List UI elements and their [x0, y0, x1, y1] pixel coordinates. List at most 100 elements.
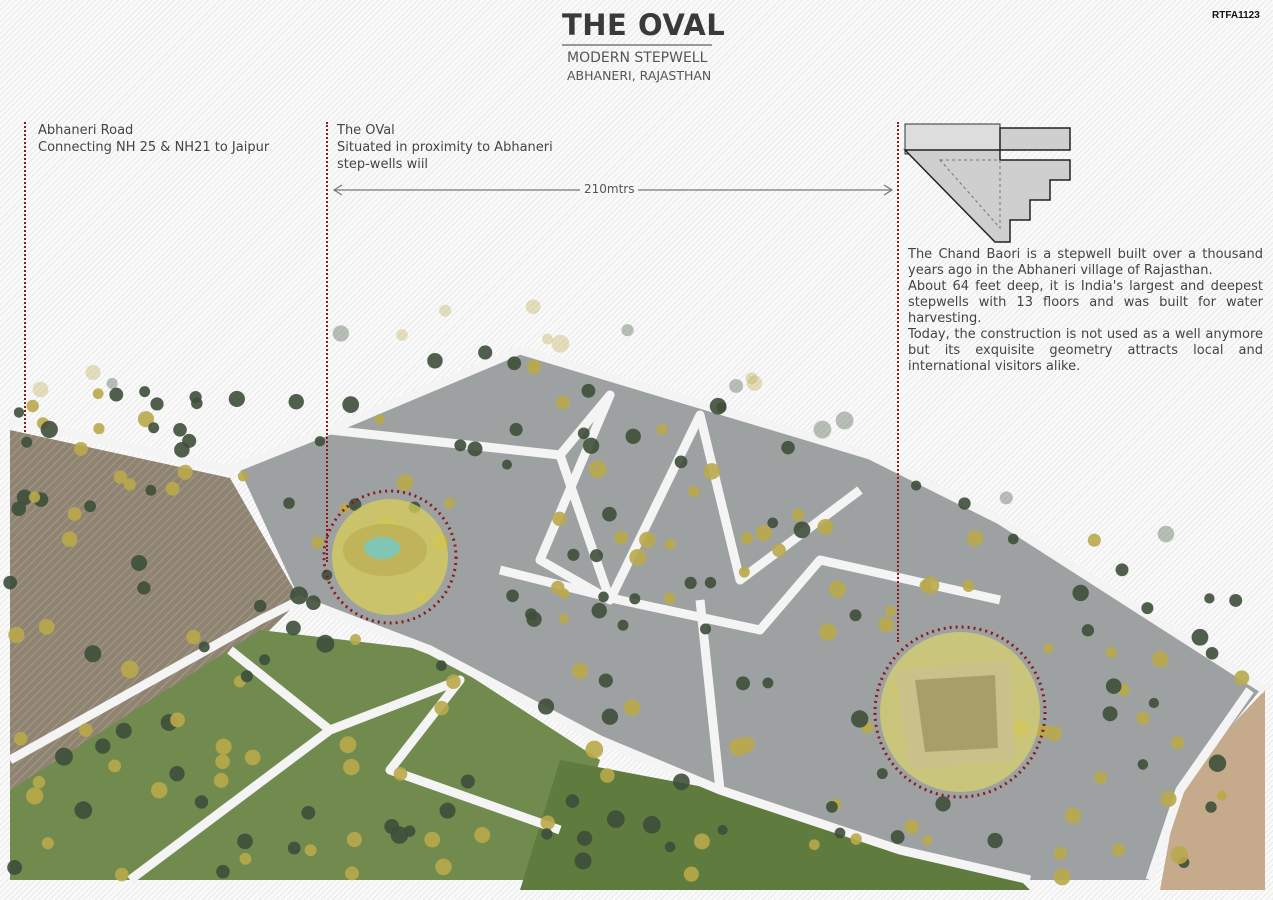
title-divider [562, 44, 712, 46]
tree [283, 497, 295, 509]
tree [26, 787, 44, 805]
tree [67, 507, 82, 521]
tree [1205, 646, 1219, 660]
tree [84, 645, 102, 663]
tree [40, 420, 58, 439]
tree [13, 407, 25, 418]
tree [93, 423, 105, 435]
tree [396, 474, 414, 491]
tree [123, 478, 136, 491]
tree [478, 345, 493, 360]
tree [674, 455, 688, 469]
tree [145, 484, 157, 496]
tree [571, 662, 589, 680]
tree [1216, 790, 1227, 801]
tree [617, 619, 629, 631]
tree [13, 731, 28, 746]
tree [581, 383, 596, 398]
tree [540, 815, 555, 830]
tree [345, 866, 359, 881]
tree [1170, 736, 1185, 750]
tree [1053, 868, 1071, 886]
tree [173, 423, 187, 437]
tree [150, 397, 164, 411]
tree [739, 736, 755, 753]
tree [1102, 706, 1118, 722]
tree [629, 548, 647, 567]
tree [1148, 697, 1160, 709]
distance-label: 210mtrs [580, 182, 639, 196]
tree [509, 422, 523, 437]
tree [390, 826, 409, 844]
tree [1053, 846, 1068, 860]
tree [525, 299, 541, 315]
tree [910, 480, 922, 491]
tree [92, 388, 104, 400]
tree [165, 481, 180, 496]
tree [1105, 678, 1122, 694]
tree [828, 580, 847, 598]
tree [1043, 643, 1054, 654]
tree [32, 381, 49, 398]
tree [237, 471, 249, 482]
tree [290, 586, 308, 605]
tree [565, 794, 580, 808]
tree [339, 736, 357, 754]
tree [21, 436, 33, 448]
tree [1152, 651, 1169, 668]
tree [194, 795, 209, 809]
location: ABHANERI, RAJASTHAN [567, 68, 712, 83]
tree [551, 580, 565, 595]
tree [526, 359, 542, 375]
tree [507, 356, 522, 371]
tree [664, 841, 676, 853]
tree [1136, 711, 1150, 725]
tree [642, 815, 661, 834]
tree [590, 549, 604, 563]
tree [1081, 624, 1095, 637]
tree [1072, 584, 1089, 602]
tree [32, 775, 46, 789]
brown-field [10, 430, 300, 790]
tree [113, 470, 128, 484]
chand-baori-section-sketch [903, 123, 1071, 243]
tree [1105, 646, 1117, 659]
tree [703, 463, 721, 480]
tree [321, 569, 333, 581]
tree [1191, 628, 1209, 646]
tree [314, 436, 326, 447]
oval-label: The OVal Situated in proximity to Abhane… [337, 122, 577, 173]
tree [454, 439, 467, 452]
tree [621, 324, 634, 337]
tree [606, 810, 625, 829]
tree [921, 576, 940, 595]
tree [148, 422, 160, 434]
road-title: Abhaneri Road [38, 123, 134, 138]
tree [591, 602, 607, 619]
tree [1094, 771, 1108, 785]
tree [793, 521, 811, 539]
tree [1064, 807, 1082, 824]
tree [84, 500, 97, 513]
tree [746, 375, 763, 391]
tree [332, 325, 350, 342]
tree [151, 781, 168, 799]
tree [506, 589, 519, 603]
tree [3, 575, 18, 590]
tree [444, 497, 455, 509]
tree [808, 839, 820, 851]
tree [346, 832, 362, 848]
entry-code: RTFA1123 [1212, 10, 1260, 21]
road-marker-line [24, 122, 26, 432]
tree [762, 677, 774, 689]
tree [306, 595, 321, 610]
tree [876, 768, 888, 780]
tree [240, 670, 253, 683]
tree [73, 441, 88, 456]
tree [288, 394, 304, 410]
tree [736, 676, 751, 691]
tree [683, 866, 699, 882]
tree [287, 841, 301, 855]
tree [819, 623, 837, 641]
